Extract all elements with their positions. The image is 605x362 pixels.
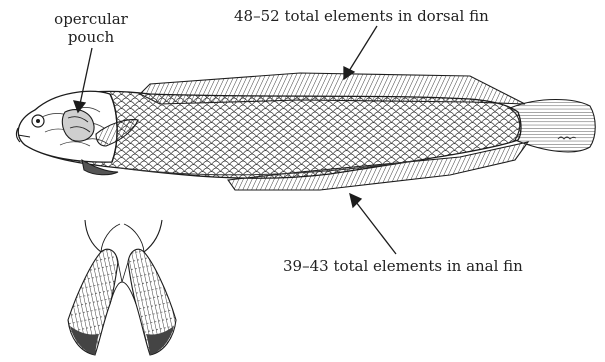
dorsal-arrow: [344, 26, 377, 79]
caudal-fin-inset: [68, 220, 176, 355]
anal-fin-label: 39–43 total elements in anal fin: [283, 257, 523, 275]
anal-arrow: [350, 194, 396, 254]
opercular-pouch-label: opercular pouch: [52, 10, 130, 46]
dorsal-fin-label: 48–52 total elements in dorsal fin: [234, 7, 489, 25]
